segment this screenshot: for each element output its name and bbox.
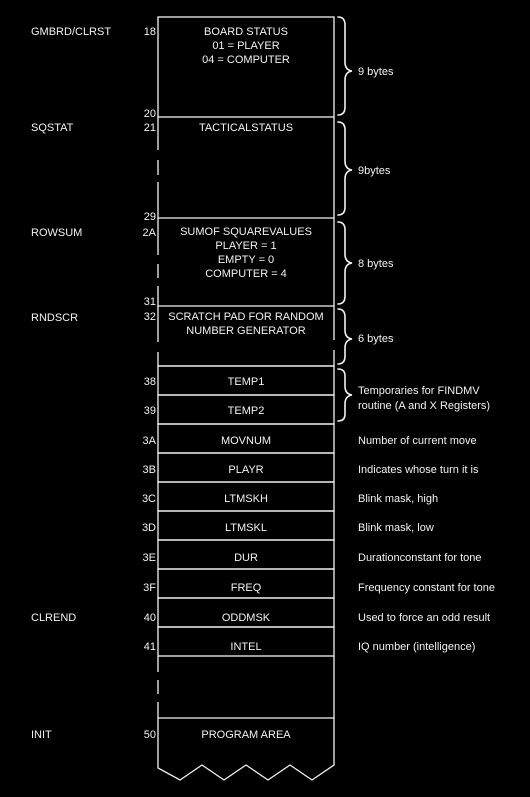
address-40: 40 <box>143 612 156 624</box>
freq-label: FREQ <box>230 582 262 594</box>
rowsum-cell <box>157 218 335 307</box>
address-38: 38 <box>143 376 156 388</box>
board-status-title: BOARD STATUS <box>204 26 288 38</box>
intel-cell <box>157 626 335 657</box>
note-intel: IQ number (intelligence) <box>358 641 476 653</box>
address-3c: 3C <box>141 493 156 505</box>
address-2a: 2A <box>142 227 156 239</box>
address-29: 29 <box>143 211 156 223</box>
playr-label: PLAYR <box>228 464 264 476</box>
label-init: INIT <box>31 729 52 741</box>
board-status-cell <box>157 16 335 118</box>
brace-tactical <box>337 121 353 216</box>
board-status-player: 01 = PLAYER <box>212 40 280 52</box>
note-playr: Indicates whose turn it is <box>358 464 479 476</box>
address-3d: 3D <box>141 522 156 534</box>
note-board-bytes: 9 bytes <box>358 66 394 78</box>
rowsum-player: PLAYER = 1 <box>215 240 277 252</box>
brace-temps <box>337 368 353 422</box>
label-rowsum: ROWSUM <box>31 227 83 239</box>
program-area-cell <box>157 718 335 781</box>
scratch-pad-line1: SCRATCH PAD FOR RANDOM <box>168 311 324 323</box>
address-50: 50 <box>143 729 156 741</box>
intel-label: INTEL <box>230 641 262 653</box>
scratch-pad-line2: NUMBER GENERATOR <box>186 325 306 337</box>
rowsum-computer: COMPUTER = 4 <box>205 268 287 280</box>
note-dur: Durationconstant for tone <box>358 552 482 564</box>
note-ltmskl: Blink mask, low <box>358 522 434 534</box>
rowsum-title: SUMOF SQUAREVALUES <box>180 226 312 238</box>
temp2-label: TEMP2 <box>227 405 265 417</box>
label-sqstat: SQSTAT <box>31 122 74 134</box>
note-movnum: Number of current move <box>358 435 477 447</box>
ltmskh-label: LTMSKH <box>224 493 268 505</box>
note-ltmskh: Blink mask, high <box>358 493 439 505</box>
note-freq: Frequency constant for tone <box>358 582 495 594</box>
temp1-label: TEMP1 <box>227 376 265 388</box>
address-32: 32 <box>143 311 156 323</box>
address-39: 39 <box>143 405 156 417</box>
gap-block <box>157 656 335 718</box>
label-rndscr: RNDSCR <box>31 312 79 324</box>
note-temps-line1: Temporaries for FINDMV <box>358 385 480 397</box>
address-3a: 3A <box>142 435 156 447</box>
note-oddmsk: Used to force an odd result <box>358 612 491 624</box>
brace-board <box>337 16 353 116</box>
oddmsk-label: ODDMSK <box>221 612 271 624</box>
ltmskl-label: LTMSKL <box>225 522 267 534</box>
note-temps-line2: routine (A and X Registers) <box>358 400 491 412</box>
address-41: 41 <box>143 641 156 653</box>
brace-rowsum <box>337 221 353 305</box>
note-tactical-bytes: 9bytes <box>358 165 391 177</box>
address-20: 20 <box>143 108 156 120</box>
program-area-label: PROGRAM AREA <box>201 729 291 741</box>
dur-label: DUR <box>234 552 258 564</box>
rowsum-empty: EMPTY = 0 <box>217 254 275 266</box>
address-3f: 3F <box>143 582 156 594</box>
movnum-label: MOVNUM <box>220 435 272 447</box>
address-21: 21 <box>143 122 156 134</box>
tactical-status-cell <box>157 117 335 219</box>
label-gmbrd-clrst: GMBRD/CLRST <box>31 26 112 38</box>
address-3e: 3E <box>142 552 156 564</box>
address-31: 31 <box>143 296 156 308</box>
brace-scratch <box>337 308 353 365</box>
note-scratch-bytes: 6 bytes <box>358 333 394 345</box>
tactical-status-title: TACTICALSTATUS <box>198 122 294 134</box>
address-18: 18 <box>143 26 156 38</box>
board-status-computer: 04 = COMPUTER <box>202 54 290 66</box>
label-clrend: CLREND <box>31 612 77 624</box>
address-3b: 3B <box>142 464 156 476</box>
note-rowsum-bytes: 8 bytes <box>358 258 394 270</box>
